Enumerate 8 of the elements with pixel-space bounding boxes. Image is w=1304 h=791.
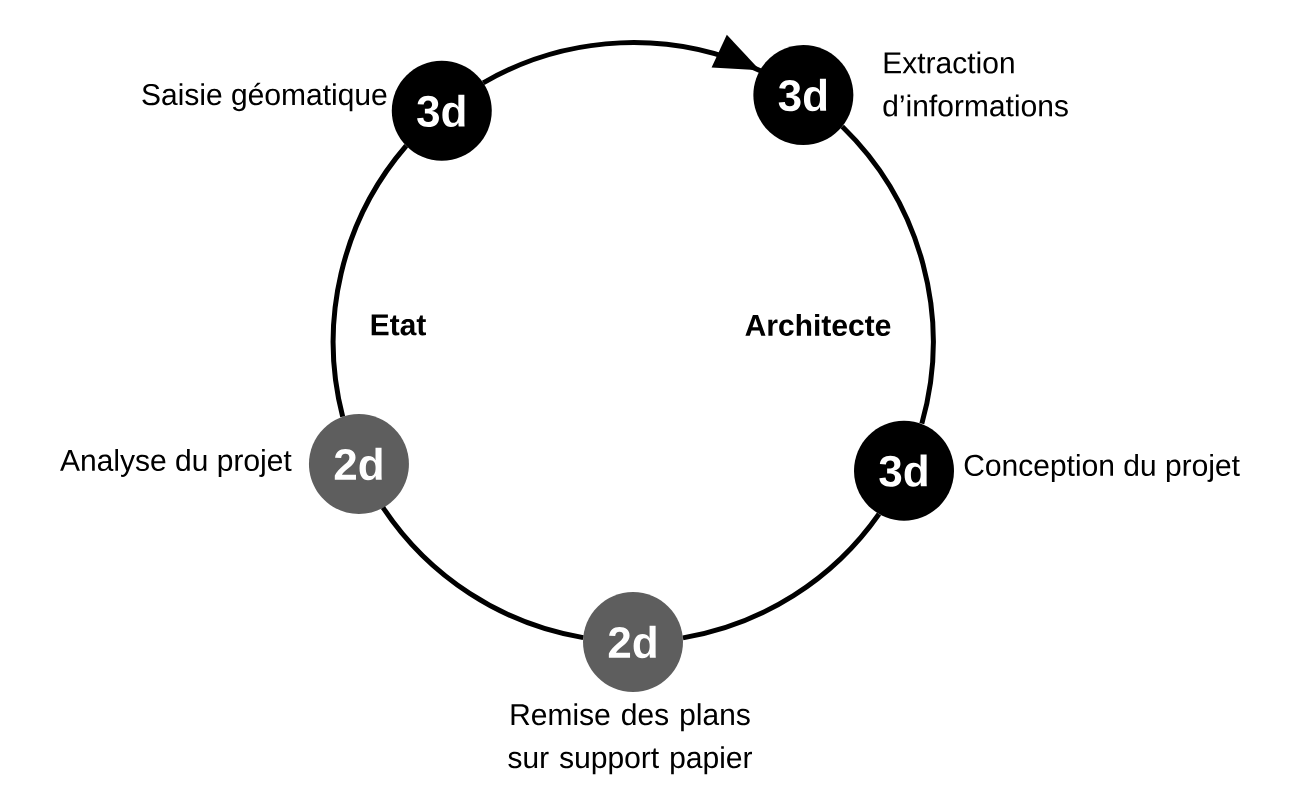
step-label: Analyse du projet [60, 449, 292, 477]
step-label: Conception du projet [964, 454, 1240, 482]
role-label: Architecte [745, 313, 891, 336]
step-label: Extraction d’informations [883, 51, 1068, 117]
ring-arrow [482, 34, 762, 86]
step-label: Remise des plans sur support papier [508, 703, 752, 775]
step-label: Saisie géomatique [142, 82, 387, 112]
role-label: Etat [371, 314, 426, 336]
